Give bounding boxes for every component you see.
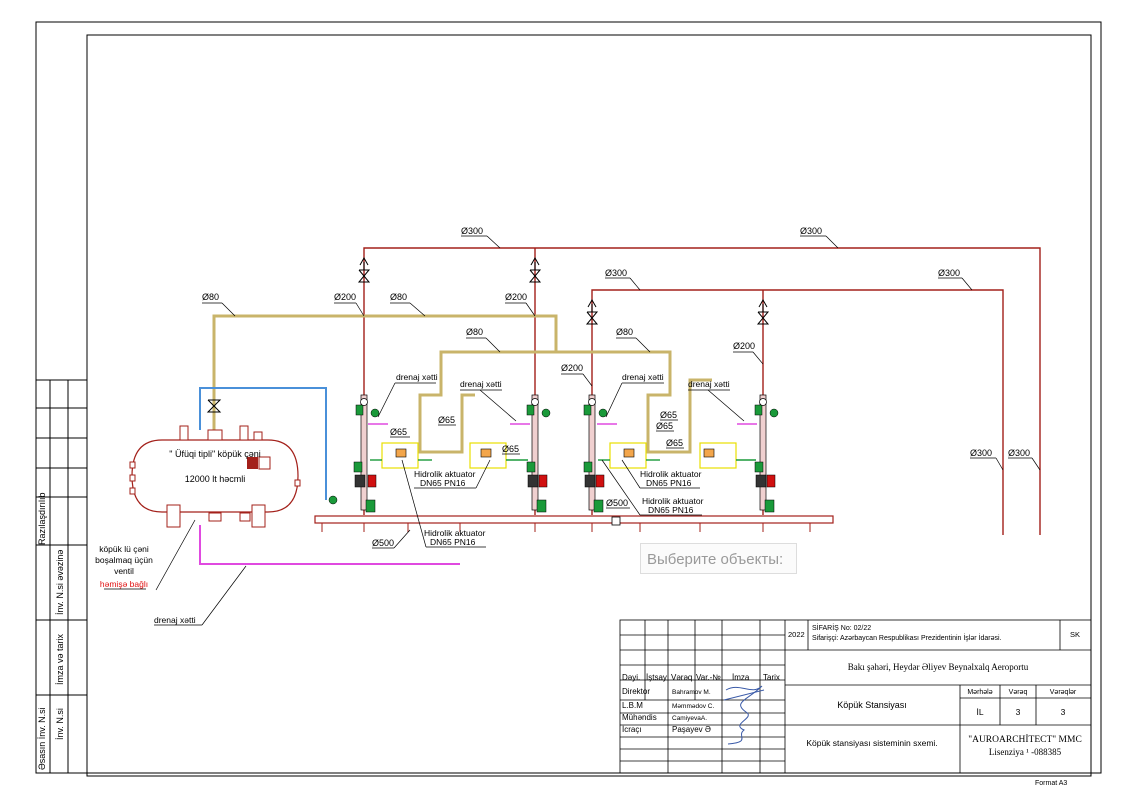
actuator-label-1a: Hidrolik aktuator xyxy=(414,469,476,479)
drain-label-3: drenaj xətti xyxy=(622,372,664,382)
tb-stage-header: Mərhələ xyxy=(967,689,992,696)
actuator-label-4a: Hidrolik aktuator xyxy=(424,528,486,538)
tb-role-0: Direktor xyxy=(622,687,650,696)
tb-company: "AUROARCHİTECT" MMC xyxy=(968,733,1082,745)
dim-80-d: Ø80 xyxy=(616,327,633,337)
actuator-label-3b: DN65 PN16 xyxy=(648,505,694,515)
tb-role-3: İcraçı xyxy=(622,725,642,734)
actuator-label-2a: Hidrolik aktuator xyxy=(640,469,702,479)
drain-label-1: drenaj xətti xyxy=(396,372,438,382)
valve-note-red: həmişə bağlı xyxy=(100,579,148,589)
tb-order: SİFARİŞ No: 02/22 xyxy=(812,623,871,632)
dim-300-b: Ø300 xyxy=(800,226,822,236)
actuator-label-1b: DN65 PN16 xyxy=(420,478,466,488)
blue-pipe xyxy=(199,387,327,500)
tb-drawing-name: Köpük stansiyası sisteminin sxemi. xyxy=(806,738,937,748)
dim-80-a: Ø80 xyxy=(202,292,219,302)
tan-pipes xyxy=(212,314,712,454)
tb-header-2: Vərəq xyxy=(671,673,692,682)
title-block-grid xyxy=(619,619,1092,774)
tb-sheets-header: Vərəqlər xyxy=(1050,689,1077,696)
collector-pipe-500 xyxy=(314,515,834,532)
dim-300-a: Ø300 xyxy=(461,226,483,236)
tb-name-1: Məmmədov C. xyxy=(672,703,714,710)
dim-300-d: Ø300 xyxy=(938,268,960,278)
dim-200-d: Ø200 xyxy=(733,341,755,351)
tb-format: Format A3 xyxy=(1035,780,1067,787)
tb-header-3: Var.-№ xyxy=(696,673,721,682)
proportioner-assemblies xyxy=(328,394,779,513)
side-label-esasin: Əsasın İnv. N.si xyxy=(37,707,47,770)
dim-500-b: Ø500 xyxy=(606,498,628,508)
tb-header-0: Dəyi. xyxy=(622,673,640,682)
drain-label-5: drenaj xətti xyxy=(154,615,196,625)
vent-symbols xyxy=(357,256,770,325)
tb-role-1: L.B.M xyxy=(622,701,643,710)
command-prompt[interactable]: Выберите объекты: xyxy=(640,543,797,574)
side-label-razilasdirilib: Razılaşdırılıb xyxy=(37,492,47,545)
dim-65-d: Ø65 xyxy=(660,410,677,420)
tb-name-0: Bahramov M. xyxy=(672,689,711,696)
valve-note-1: köpük lü çəni xyxy=(99,544,149,554)
valve-note-2: boşalmaq üçün xyxy=(95,555,153,565)
dim-200-c: Ø200 xyxy=(561,363,583,373)
dim-300-e: Ø300 xyxy=(970,448,992,458)
dim-80-b: Ø80 xyxy=(390,292,407,302)
actuator-heads xyxy=(395,448,715,458)
sheet-frame xyxy=(35,21,1102,777)
dim-65-b: Ø65 xyxy=(438,415,455,425)
dim-65-f: Ø65 xyxy=(666,438,683,448)
actuator-label-3a: Hidrolik aktuator xyxy=(642,496,704,506)
tb-stage: İL xyxy=(976,707,983,717)
foam-tank xyxy=(129,399,301,528)
dim-200-b: Ø200 xyxy=(505,292,527,302)
tb-header-4: İmza xyxy=(732,673,750,682)
tb-license: Lisenziya ¹ -088385 xyxy=(989,747,1062,757)
signature-scribble xyxy=(723,685,765,745)
dim-65-a: Ø65 xyxy=(390,427,407,437)
dim-300-c: Ø300 xyxy=(605,268,627,278)
tank-label-type: " Üfüqi tipli" köpük çəni xyxy=(169,449,260,459)
tb-code: SK xyxy=(1070,630,1080,639)
tb-project: Bakı şəhəri, Heydər Əliyev Beynəlxalq Ae… xyxy=(848,662,1029,672)
dim-500-a: Ø500 xyxy=(372,538,394,548)
dim-65-e: Ø65 xyxy=(656,421,673,431)
tb-role-2: Mühəndis xyxy=(622,713,657,722)
tb-sheet: 3 xyxy=(1016,707,1021,717)
drain-label-4: drenaj xətti xyxy=(688,379,730,389)
tb-header-1: İştsay xyxy=(646,673,667,682)
dim-65-c: Ø65 xyxy=(502,444,519,454)
tb-header-5: Tarix xyxy=(763,673,780,682)
tb-client: Sifarişçi: Azərbaycan Respublikası Prezi… xyxy=(812,633,1002,642)
tb-sheet-header: Vərəq xyxy=(1009,689,1028,696)
dim-200-a: Ø200 xyxy=(334,292,356,302)
tb-sheets: 3 xyxy=(1061,707,1066,717)
side-label-inv-evezine: İnv. N.si əvəzinə xyxy=(55,550,65,615)
valve-note-3: ventil xyxy=(114,566,134,576)
side-strip xyxy=(36,379,87,773)
drain-label-2: drenaj xətti xyxy=(460,379,502,389)
red-header-pipes xyxy=(363,247,1041,535)
actuator-label-4b: DN65 PN16 xyxy=(430,537,476,547)
magenta-drain-pipe xyxy=(199,525,460,565)
tank-label-volume: 12000 lt həcmli xyxy=(185,474,246,484)
side-label-inv-no: İnv. N.si xyxy=(55,708,65,740)
tb-name-3: Paşayev Ə xyxy=(672,725,711,734)
actuator-label-2b: DN65 PN16 xyxy=(646,478,692,488)
actuator-frames xyxy=(381,442,737,469)
leader-lines xyxy=(154,235,1041,626)
tb-object-name: Köpük Stansiyası xyxy=(837,700,907,710)
side-label-imza-tarix: İmza və tarix xyxy=(55,633,65,685)
dim-80-c: Ø80 xyxy=(466,327,483,337)
tb-name-2: CamiyevaA. xyxy=(672,715,707,722)
tb-year: 2022 xyxy=(788,630,805,639)
dim-300-f: Ø300 xyxy=(1008,448,1030,458)
